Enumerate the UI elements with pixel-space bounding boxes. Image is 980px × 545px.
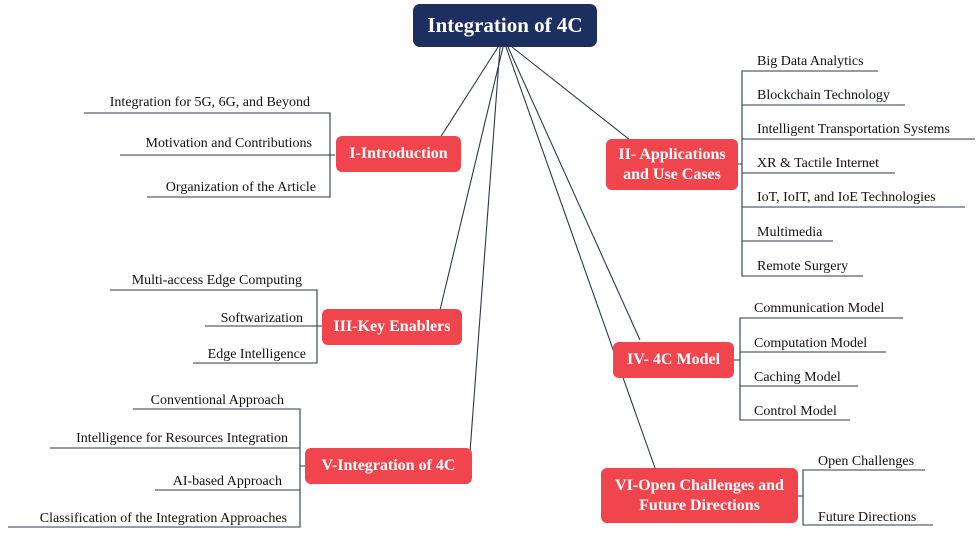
connector-root-challenges [505, 46, 656, 469]
section-challenges-line1: VI-Open Challenges and [615, 476, 784, 494]
bracket-enablers [110, 289, 322, 364]
leaf-enabler-edge-intelligence: Edge Intelligence [207, 347, 306, 362]
section-introduction: I-Introduction [336, 136, 461, 172]
leaf-challenges-open: Open Challenges [818, 454, 915, 469]
leaf-intro-motivation: Motivation and Contributions [145, 136, 312, 151]
leaf-app-remote-surgery: Remote Surgery [757, 259, 849, 274]
bracket-model [733, 317, 903, 421]
leaf-app-big-data: Big Data Analytics [757, 54, 864, 69]
bracket-challenges [797, 469, 933, 526]
leaf-app-xr: XR & Tactile Internet [757, 156, 880, 171]
leaf-enabler-mec: Multi-access Edge Computing [131, 273, 302, 288]
section-applications-line1: II- Applications [618, 145, 726, 163]
leaf-app-multimedia: Multimedia [757, 225, 823, 240]
leaf-model-caching: Caching Model [754, 370, 841, 385]
section-applications: II- Applications and Use Cases [606, 139, 738, 190]
bracket-integration [8, 408, 305, 528]
leaf-integration-classification: Classification of the Integration Approa… [39, 511, 287, 526]
leaf-app-its: Intelligent Transportation Systems [757, 122, 950, 137]
leaf-intro-organization: Organization of the Article [165, 180, 316, 195]
bracket-intro [84, 112, 335, 198]
connector-root-applications [511, 46, 631, 141]
leaf-challenges-future: Future Directions [818, 510, 917, 525]
leaf-integration-intelligence: Intelligence for Resources Integration [76, 431, 288, 446]
leaf-intro-integration: Integration for 5G, 6G, and Beyond [109, 95, 310, 110]
section-integration-of-4c: V-Integration of 4C [305, 448, 472, 484]
leaf-enabler-softwarization: Softwarization [220, 311, 303, 326]
leaf-model-communication: Communication Model [754, 301, 885, 316]
bracket-applications [737, 70, 975, 277]
leaf-model-computation: Computation Model [754, 336, 868, 351]
leaf-app-iot: IoT, IoIT, and IoE Technologies [757, 190, 936, 205]
section-open-challenges: VI-Open Challenges and Future Directions [601, 468, 798, 523]
leaf-integration-ai: AI-based Approach [172, 474, 282, 489]
connector-root-intro [439, 46, 499, 139]
section-key-enablers: III-Key Enablers [322, 309, 462, 345]
connector-root-enablers [439, 46, 504, 311]
leaf-model-control: Control Model [754, 404, 837, 419]
leaf-app-blockchain: Blockchain Technology [757, 88, 890, 103]
section-applications-line2: and Use Cases [623, 165, 721, 183]
section-challenges-line2: Future Directions [639, 496, 760, 514]
connector-root-integration [469, 46, 501, 453]
root-node: Integration of 4C [413, 4, 597, 47]
section-4c-model: IV- 4C Model [613, 342, 734, 378]
connector-root-model [507, 46, 641, 341]
leaf-integration-conventional: Conventional Approach [150, 393, 284, 408]
